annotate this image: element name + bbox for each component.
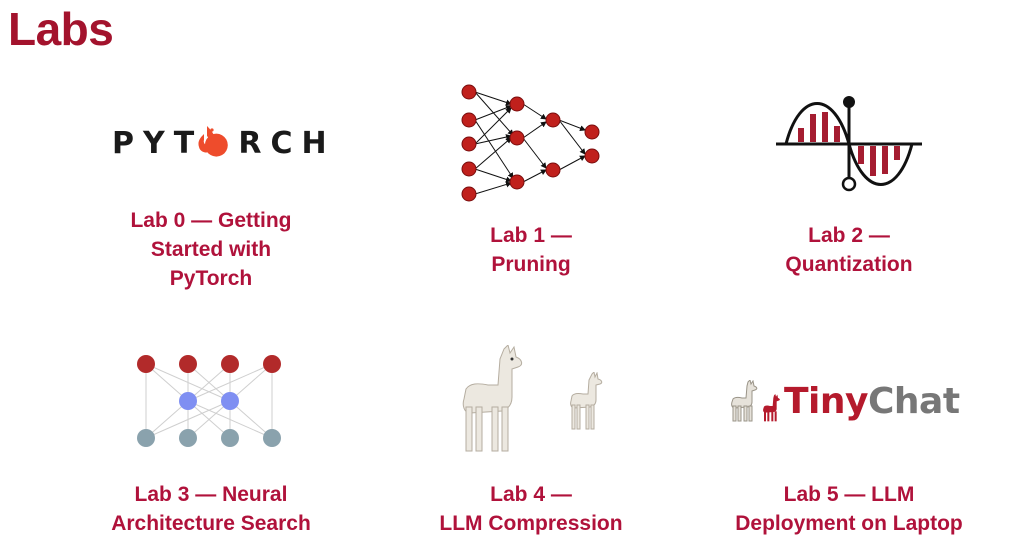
lab-5-caption: Lab 5 — LLM Deployment on Laptop — [709, 480, 989, 538]
tinychat-logo-chat: Chat — [868, 381, 960, 422]
lab-1-caption-line: Lab 1 — — [490, 224, 572, 247]
neural-network-pruning-icon — [461, 84, 600, 202]
page-title: Labs — [8, 3, 114, 55]
lab-0-caption: Lab 0 — Getting Started with PyTorch — [86, 206, 336, 293]
lab-2-caption: Lab 2 — Quantization — [736, 221, 962, 279]
lab-4-caption-line: Lab 4 — — [490, 483, 572, 506]
lab-5-caption-line: Deployment on Laptop — [735, 512, 963, 535]
lab-4-caption-line: LLM Compression — [439, 512, 623, 535]
quantized-sine-wave-icon — [776, 96, 922, 192]
lab-5-caption-line: Lab 5 — LLM — [783, 483, 915, 506]
pytorch-logo: PYT●RCH — [112, 126, 336, 161]
lab-2-caption-line: Quantization — [785, 253, 913, 276]
lab-4-caption: Lab 4 — LLM Compression — [411, 480, 651, 538]
lab-0-caption-line: Started with — [150, 238, 272, 261]
lab-2-caption-line: Lab 2 — — [808, 224, 890, 247]
nas-supernet-icon — [137, 355, 281, 447]
lab-3-caption-line: Architecture Search — [111, 512, 311, 535]
lab-3-caption-line: Lab 3 — Neural — [134, 483, 288, 506]
tinychat-llama-white-icon — [731, 380, 758, 422]
lab-0-caption-line: PyTorch — [169, 267, 253, 290]
lab-0-caption-line: Lab 0 — Getting — [130, 209, 292, 232]
pytorch-flame-icon — [198, 126, 216, 153]
lab-1-caption-line: Pruning — [491, 253, 571, 276]
lab-1-caption: Lab 1 — Pruning — [421, 221, 641, 279]
tinychat-logo-tiny: Tiny — [784, 381, 869, 422]
small-llama-icon — [570, 372, 603, 430]
lab-3-caption: Lab 3 — Neural Architecture Search — [86, 480, 336, 538]
large-llama-icon — [462, 345, 523, 452]
tinychat-llama-red-icon — [763, 394, 780, 422]
tinychat-logo: TinyChat — [784, 381, 960, 422]
